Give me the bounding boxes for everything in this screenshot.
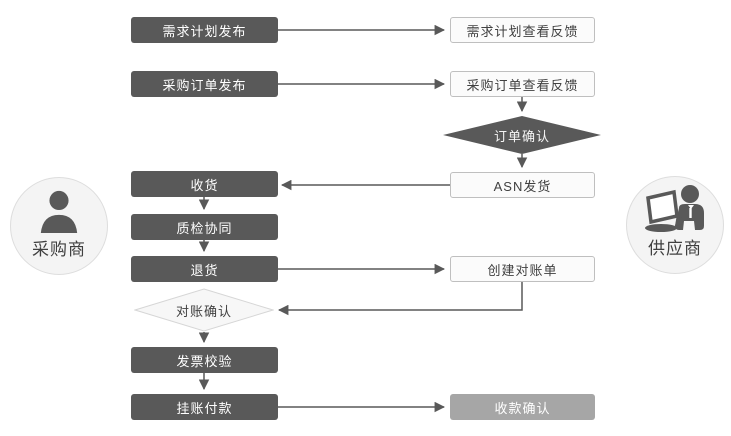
flow-decision-order-confirm: 订单确认 [443,116,601,154]
node-label: 采购订单发布 [162,77,247,93]
flow-node-demand-plan-publish: 需求计划发布 [131,17,278,43]
node-label: 需求计划查看反馈 [466,23,579,39]
actor-label: 供应商 [648,239,702,258]
node-label: 需求计划发布 [162,23,247,39]
flow-node-demand-plan-feedback: 需求计划查看反馈 [450,17,595,43]
flow-node-receipt-confirm: 收款确认 [450,394,595,420]
flow-node-po-publish: 采购订单发布 [131,71,278,97]
flow-node-return-goods: 退货 [131,256,278,282]
diamond-shape [134,288,274,332]
diamond-shape [443,116,601,154]
node-label: 质检协同 [176,220,233,236]
flow-node-create-statement: 创建对账单 [450,256,595,282]
flow-node-po-feedback: 采购订单查看反馈 [450,71,595,97]
node-label: 创建对账单 [487,262,558,278]
flow-decision-recon-confirm: 对账确认 [134,288,274,332]
actor-label: 采购商 [32,240,86,259]
flow-node-payment: 挂账付款 [131,394,278,420]
node-label: 挂账付款 [176,400,233,416]
node-label: 采购订单查看反馈 [466,77,579,93]
node-label: 发票校验 [176,353,233,369]
node-label: 对账确认 [175,303,232,319]
node-label: 收货 [190,177,219,193]
person-icon [40,190,78,233]
flow-node-qc-collab: 质检协同 [131,214,278,240]
node-label: 收款确认 [494,400,551,416]
actor-buyer: 采购商 [10,177,108,275]
flow-node-receive: 收货 [131,171,278,197]
node-label: 退货 [190,262,219,278]
flow-node-invoice-check: 发票校验 [131,347,278,373]
person-laptop-icon [645,185,704,232]
node-label: 订单确认 [493,128,550,144]
actor-supplier: 供应商 [626,176,724,274]
flow-node-asn-ship: ASN发货 [450,172,595,198]
node-label: ASN发货 [493,178,552,194]
